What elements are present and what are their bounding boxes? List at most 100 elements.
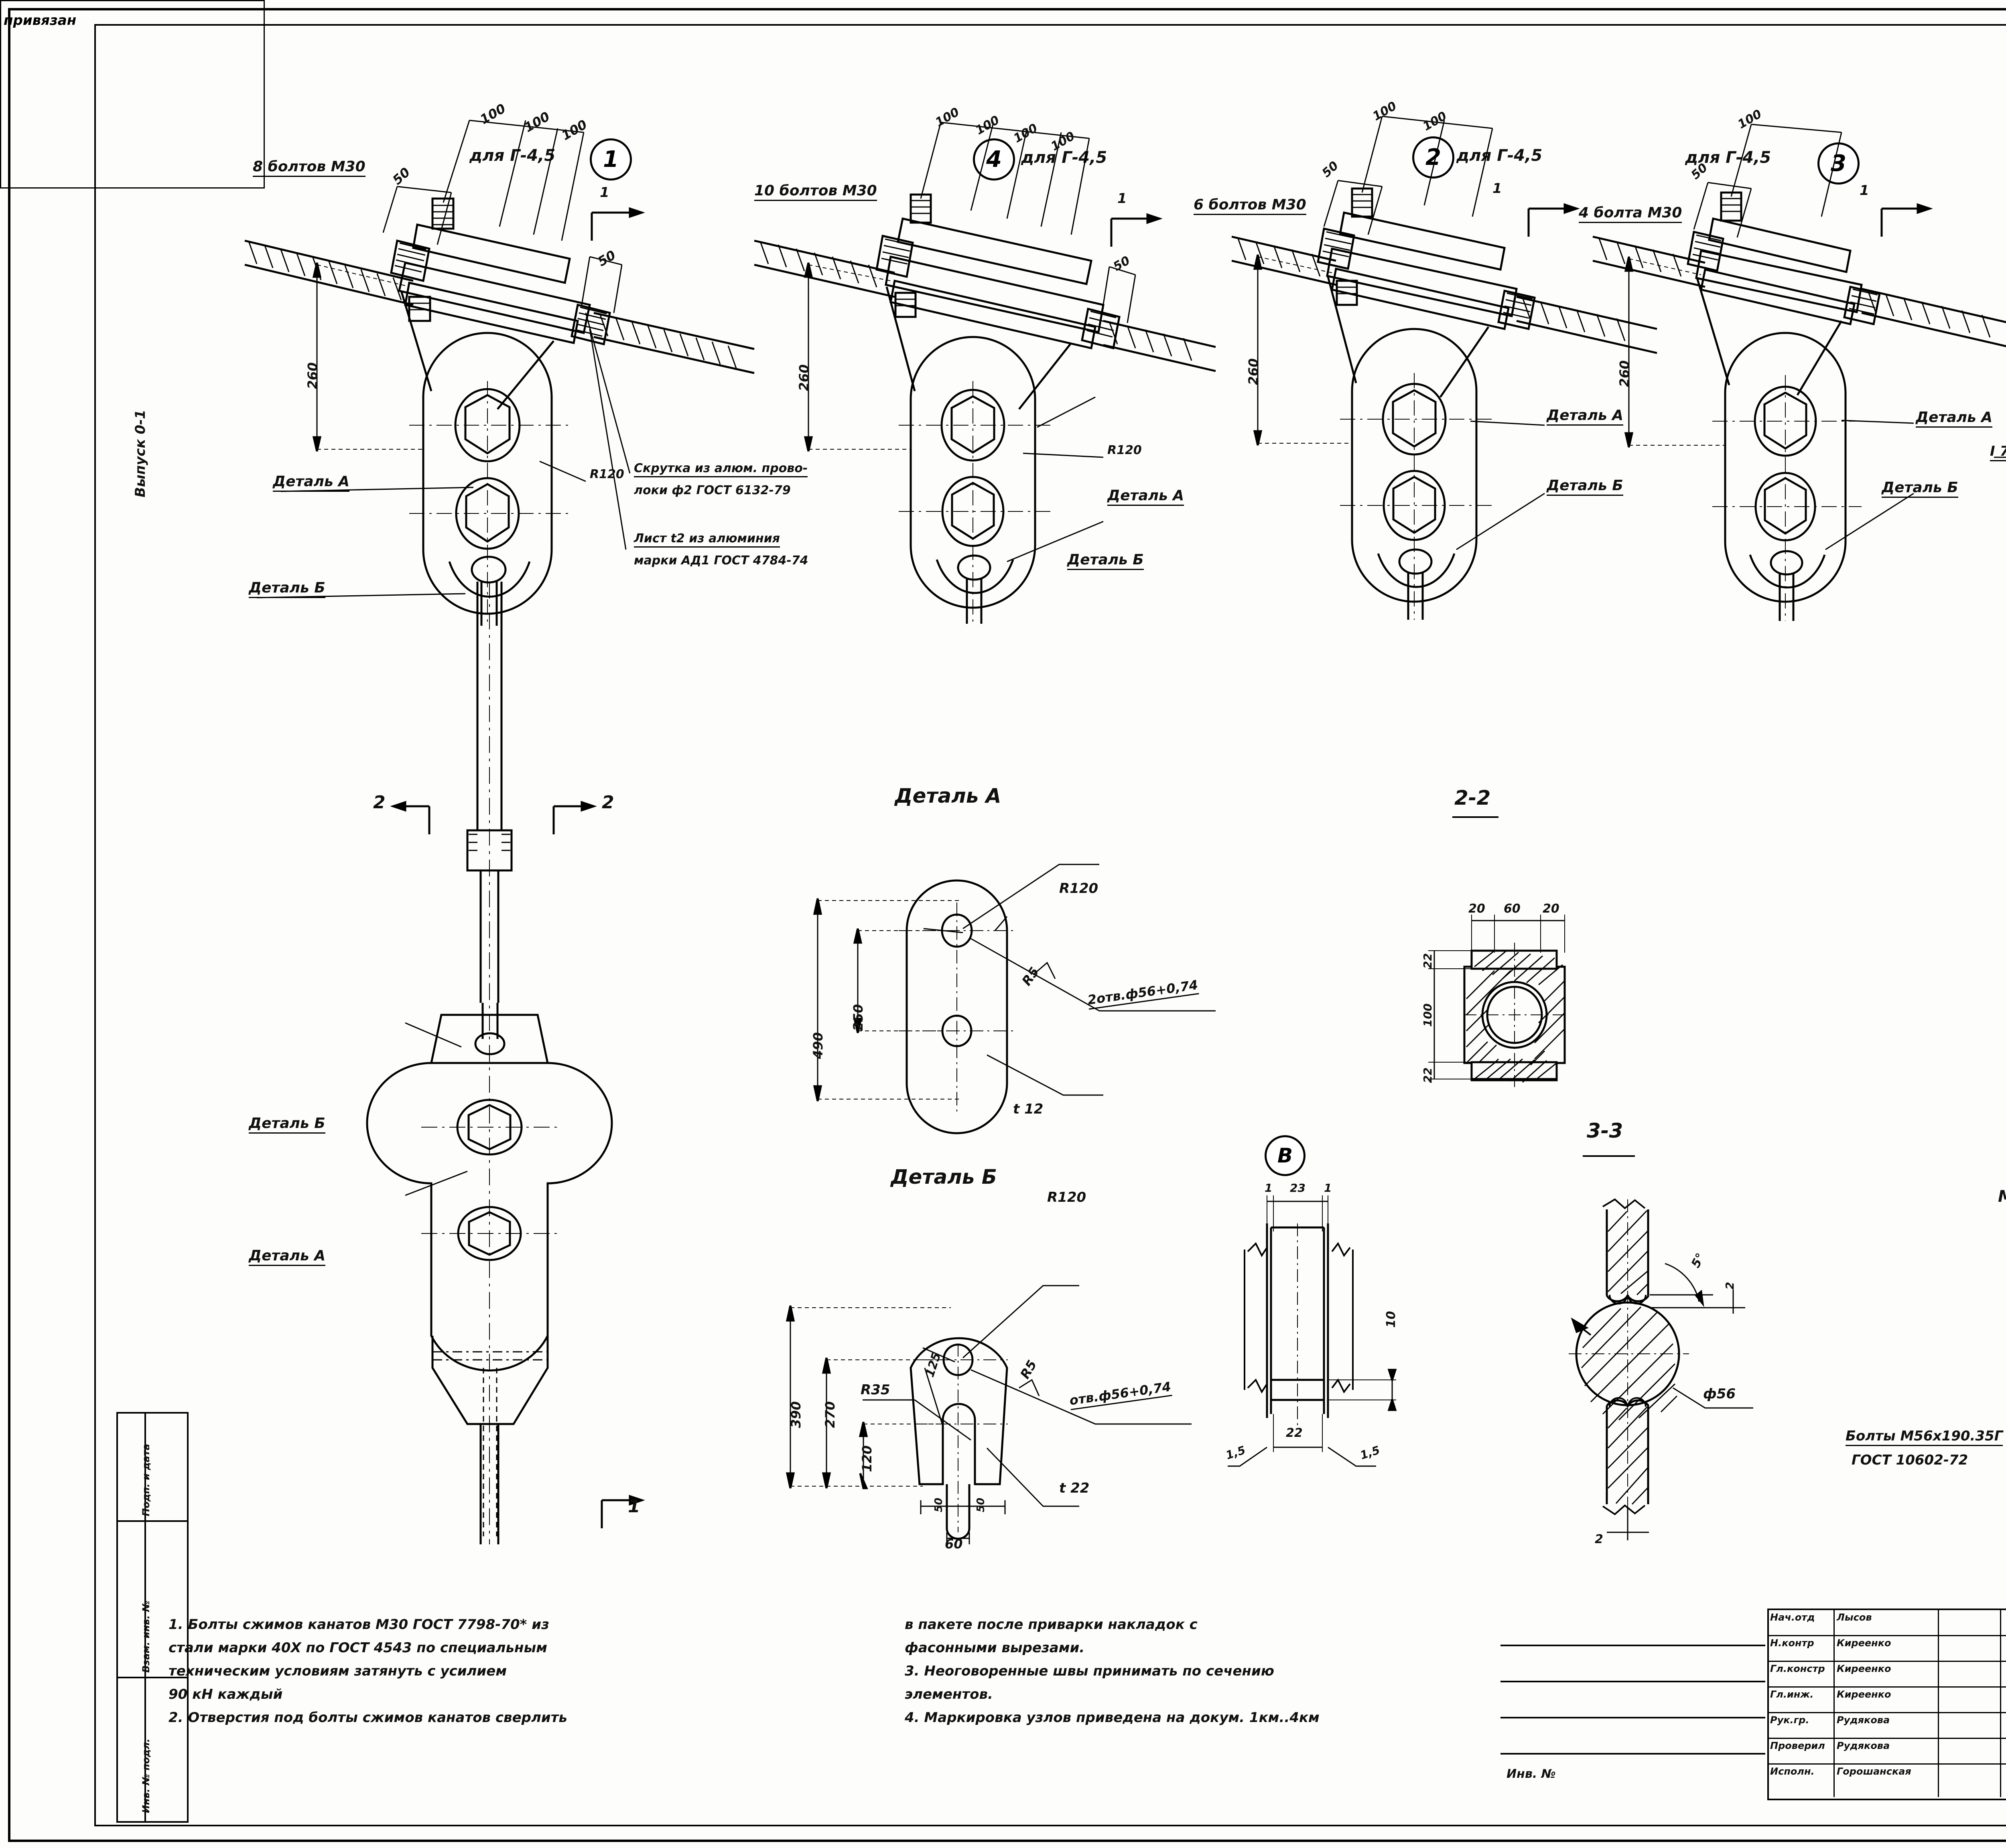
section-2-2-dim-top-0: 20: [1468, 902, 1485, 916]
note-line: 2. Отверстия под болты сжимов канатов св…: [169, 1710, 567, 1726]
node1-for-label: для Г-4,5: [469, 146, 556, 165]
balloon-node-2: 2: [1412, 136, 1454, 179]
node4-for-label: для Г-4,5: [1021, 148, 1107, 167]
section-2-2-dim-top-1: 60: [1504, 902, 1521, 916]
detail-a-dim-between: 250: [851, 1004, 866, 1031]
turnbuckle-bolts-note-1: ГОСТ 10602-72: [1852, 1452, 1968, 1468]
section-2-2-dim-top-2: 20: [1543, 902, 1559, 916]
detail-v-dim-top-0: 1: [1265, 1181, 1273, 1195]
sheet-frame-inner: [94, 24, 2006, 1826]
detail-b-geometry: [786, 1285, 1192, 1544]
node1-note-twist-1: локи ф2 ГОСТ 6132-79: [634, 483, 791, 497]
node2-section-mark: 1: [1492, 181, 1502, 197]
node2-detail-a-label: Деталь А: [1547, 407, 1624, 426]
role-label: Проверил: [1770, 1740, 1825, 1751]
section-3-3-dim-2-top: 2: [1723, 1282, 1736, 1290]
note-line: 1. Болты сжимов канатов М30 ГОСТ 7798-70…: [169, 1617, 549, 1633]
detail-a-dim-total: 490: [810, 1032, 826, 1059]
node4-detail-a-label: Деталь А: [1107, 487, 1184, 506]
node1-detail-a-label: Деталь А: [273, 473, 350, 492]
node1-dim-260: 260: [305, 362, 320, 389]
attached-sep2: [1500, 1681, 1765, 1682]
node3-detail-a-label: Деталь А: [1916, 409, 1993, 428]
roles-row-sep-2: [1767, 1686, 2006, 1688]
node4-detail-b-label: Деталь Б: [1067, 552, 1144, 570]
left-stamp-sep1: [116, 1412, 189, 1414]
section-3-3-diameter: ф56: [1703, 1386, 1736, 1402]
section-2-2-title: 2-2: [1454, 786, 1491, 809]
section-3-3-title: 3-3: [1587, 1119, 1623, 1142]
section-1-1-geometry: [1994, 456, 2006, 458]
left-stamp-sep4: [116, 1821, 189, 1823]
role-label: Исполн.: [1770, 1766, 1815, 1777]
node4-dim-260: 260: [796, 364, 812, 391]
section-3-3-geometry: [1569, 1198, 1753, 1540]
balloon-detail-v: В: [1265, 1135, 1306, 1176]
attached-box: привязан: [0, 0, 265, 189]
attached-sep4: [1500, 1753, 1765, 1755]
left-stamp-border2: [144, 1412, 146, 1821]
node1-detail-b-label: Деталь Б: [249, 580, 325, 598]
role-name: Рудякова: [1837, 1714, 1890, 1726]
left-stamp-sep3: [116, 1677, 189, 1678]
detail-v-dim-right: 10: [1384, 1311, 1398, 1328]
left-stamp-sep2: [116, 1520, 189, 1522]
node3-for-label: для Г-4,5: [1685, 148, 1771, 167]
node4-section-mark: 1: [1117, 191, 1127, 207]
node4-bolts-label: 10 болтов М30: [754, 183, 877, 201]
node1-note-sheet-0: Лист t2 из алюминия: [634, 531, 780, 548]
turnbuckle-bolts-note-0: Болты М56х190.35Г: [1846, 1428, 2003, 1446]
turnbuckle-m56-lh: М56 LH: [1998, 1187, 2006, 1206]
node4-geometry: [754, 122, 1216, 624]
node2-dim-260: 260: [1246, 358, 1261, 385]
note-line: 90 кН каждый: [169, 1686, 283, 1702]
role-label: Рук.гр.: [1770, 1714, 1809, 1726]
roles-col-sep3: [2000, 1609, 2001, 1797]
role-name: Киреенко: [1837, 1689, 1891, 1700]
detail-b-title: Деталь Б: [891, 1165, 997, 1189]
left-stamp-row-2: Инв. № подл.: [140, 1738, 152, 1813]
node3-bolts-label: 4 болта М30: [1579, 205, 1682, 223]
note-line: фасонными вырезами.: [905, 1640, 1085, 1656]
detail-v-dim-top-2: 1: [1324, 1181, 1332, 1195]
detail-b-dim-120: 120: [859, 1445, 875, 1472]
section-1-1-profile-label: I 70 Ш5: [1990, 443, 2006, 461]
note-line: стали марки 40Х по ГОСТ 4543 по специаль…: [169, 1640, 548, 1656]
detail-a-r120: R120: [1059, 880, 1098, 897]
section-2-2-dim-left-0: 22: [1421, 953, 1434, 969]
detail-b-dim-50-right: 50: [975, 1497, 987, 1512]
left-assembly-section-2-left: 2: [373, 792, 386, 813]
detail-b-thickness: t 22: [1059, 1480, 1090, 1496]
role-name: Киреенко: [1837, 1637, 1891, 1649]
roles-block: [1767, 1609, 2006, 1800]
balloon-node-3: 3: [1817, 142, 1860, 185]
node3-detail-b-label: Деталь Б: [1882, 479, 1958, 498]
roles-row-sep-5: [1767, 1763, 2006, 1765]
note-line: 4. Маркировка узлов приведена на докум. …: [905, 1710, 1320, 1726]
notes-left-column: 1. Болты сжимов канатов М30 ГОСТ 7798-70…: [169, 1617, 567, 1726]
roles-row-sep-3: [1767, 1712, 2006, 1713]
node1-note-sheet-1: марки АД1 ГОСТ 4784-74: [634, 554, 808, 568]
roles-col-sep1: [1833, 1609, 1835, 1797]
left-assembly-geometry: [366, 582, 645, 1544]
role-label: Гл.констр: [1770, 1663, 1825, 1674]
left-stamp-row-1: Взам. инв. №: [140, 1600, 152, 1673]
role-label: Нач.отд: [1770, 1612, 1815, 1623]
balloon-node-1: 1: [590, 138, 632, 181]
left-stamp-row-0: Подп. и дата: [140, 1444, 152, 1516]
left-stamp-border3: [187, 1412, 189, 1821]
role-label: Гл.инж.: [1770, 1689, 1814, 1700]
section-3-3-underline: [1583, 1155, 1635, 1157]
notes-right-column: в пакете после приварки накладок с фасон…: [905, 1617, 1320, 1726]
left-stamp-border: [116, 1412, 118, 1821]
detail-b-dim-60: 60: [945, 1536, 963, 1552]
left-assembly-detail-a-label: Деталь А: [249, 1248, 326, 1266]
roles-col-sep2: [1938, 1609, 1939, 1797]
node1-r120: R120: [590, 467, 624, 481]
note-line: элементов.: [905, 1686, 993, 1702]
left-assembly-section-2-right: 2: [602, 792, 614, 813]
detail-v-dim-bottom: 22: [1286, 1426, 1303, 1440]
roles-row-sep-4: [1767, 1738, 2006, 1739]
detail-a-geometry: [813, 864, 1216, 1134]
